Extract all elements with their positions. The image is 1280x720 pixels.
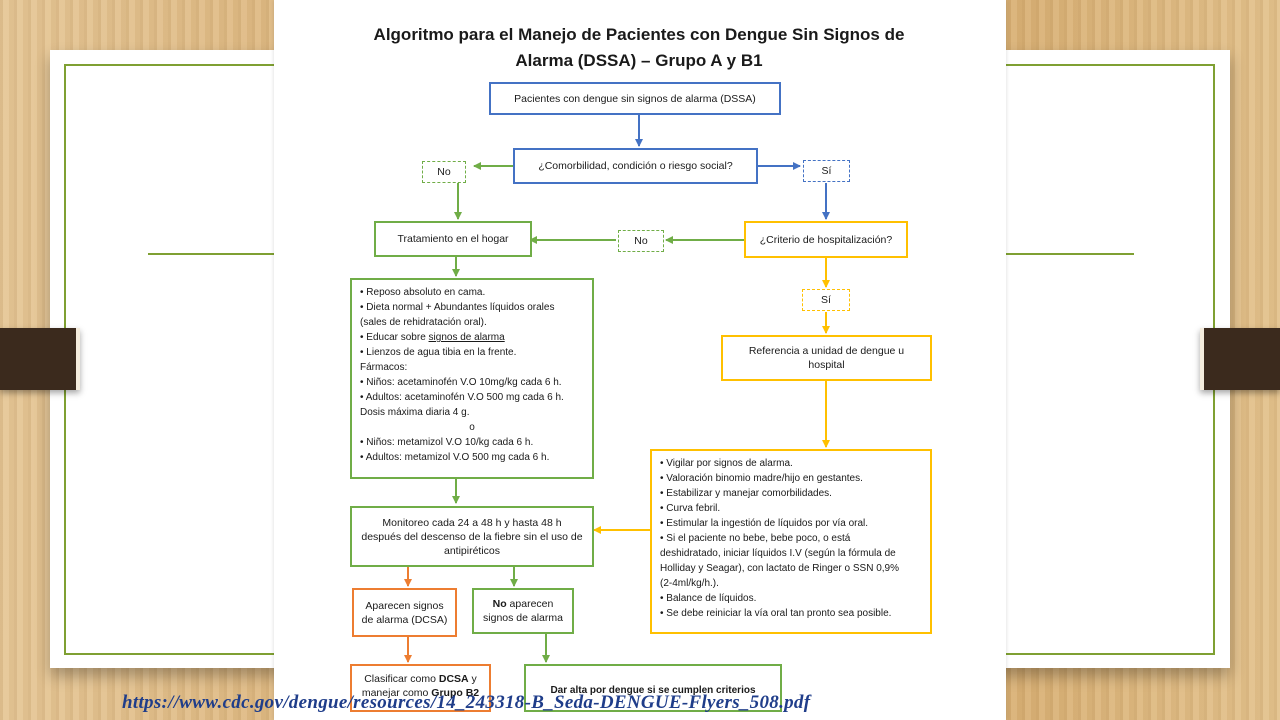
node-hospital-care-list: • Vigilar por signos de alarma. • Valora… <box>650 449 932 634</box>
home-care-line: • Educar sobre signos de alarma <box>360 330 584 345</box>
alarm-signs-line-2: de alarma (DCSA) <box>361 613 448 626</box>
home-care-line: o <box>469 422 475 433</box>
flowchart-document: Algoritmo para el Manejo de Pacientes co… <box>274 0 1006 720</box>
home-care-line: • Niños: metamizol V.O 10/kg cada 6 h. <box>360 437 534 448</box>
hospital-care-line: • Estabilizar y manejar comorbilidades. <box>660 488 832 499</box>
no-alarm-signs-line-2: signos de alarma <box>483 612 563 624</box>
monitoring-line-3: antipiréticos <box>443 544 501 557</box>
hospital-care-line: Holliday y Seagar), con lactato de Ringe… <box>660 563 900 574</box>
classify-group-bold: Grupo B2 <box>431 687 480 699</box>
referral-line-2: hospital <box>808 359 845 371</box>
binder-clip-left <box>0 328 80 390</box>
hospital-care-line: • Estimular la ingestión de líquidos por… <box>660 518 869 529</box>
home-care-text: • Educar sobre <box>360 332 429 343</box>
flowchart-title-line-2: Alarma (DSSA) – Grupo A y B1 <box>515 51 763 70</box>
home-care-line: • Adultos: metamizol V.O 500 mg cada 6 h… <box>360 452 550 463</box>
home-care-line: Fármacos: <box>360 362 408 373</box>
node-start: Pacientes con dengue sin signos de alarm… <box>489 82 781 115</box>
node-monitoring: Monitoreo cada 24 a 48 h y hasta 48 h de… <box>350 506 594 567</box>
hospital-care-line: • Valoración binomio madre/hijo en gesta… <box>660 473 863 484</box>
flowchart-title-line-1: Algoritmo para el Manejo de Pacientes co… <box>373 25 905 44</box>
node-comorbidity-question: ¿Comorbilidad, condición o riesgo social… <box>513 148 758 184</box>
classify-text: y <box>468 673 477 685</box>
hospital-care-line: • Si el paciente no bebe, bebe poco, o e… <box>660 533 851 544</box>
hospital-care-line: • Vigilar por signos de alarma. <box>660 458 793 469</box>
node-comorbidity-no: No <box>422 161 466 183</box>
home-care-line: • Niños: acetaminofén V.O 10mg/kg cada 6… <box>360 377 562 388</box>
node-hospitalization-si: Sí <box>802 289 850 311</box>
node-alarm-signs-appear: Aparecen signos de alarma (DCSA) <box>352 588 457 637</box>
home-care-line: • Adultos: acetaminofén V.O 500 mg cada … <box>360 392 564 403</box>
slide-divider-left <box>148 253 278 255</box>
source-link[interactable]: https://www.cdc.gov/dengue/resources/14_… <box>122 692 811 713</box>
monitoring-line-1: Monitoreo cada 24 a 48 h y hasta 48 h <box>382 516 562 529</box>
home-care-line: • Lienzos de agua tibia en la frente. <box>360 347 517 358</box>
monitoring-line-2: después del descenso de la fiebre sin el… <box>361 530 583 543</box>
no-alarm-signs-line-1: No aparecen <box>493 597 554 611</box>
alarm-signs-line-1: Aparecen signos <box>365 599 444 612</box>
classify-dcsa-bold: DCSA <box>438 673 469 685</box>
flowchart-arrows <box>404 114 830 663</box>
node-home-care-list: • Reposo absoluto en cama. • Dieta norma… <box>350 278 594 479</box>
no-alarm-signs-bold: No <box>492 598 507 610</box>
node-no-alarm-signs: No aparecen signos de alarma <box>472 588 574 634</box>
referral-line-1: Referencia a unidad de dengue u <box>748 345 905 357</box>
node-discharge: Dar alta por dengue si se cumplen criter… <box>524 664 782 712</box>
classify-text: Clasificar como <box>364 673 439 685</box>
alarm-signs-link-text: signos de alarma <box>428 332 505 343</box>
classify-line-2: manejar como Grupo B2 <box>362 686 479 700</box>
node-hospitalization-question: ¿Criterio de hospitalización? <box>744 221 908 258</box>
no-alarm-signs-text: aparecen <box>506 598 554 610</box>
node-referral: Referencia a unidad de dengue u hospital <box>721 335 932 381</box>
home-care-line: (sales de rehidratación oral). <box>360 317 487 328</box>
node-home-treatment: Tratamiento en el hogar <box>374 221 532 257</box>
slide-divider-right <box>1004 253 1134 255</box>
binder-clip-right <box>1200 328 1280 390</box>
node-comorbidity-si: Sí <box>803 160 850 182</box>
hospital-care-line: (2-4ml/kg/h.). <box>660 578 719 589</box>
classify-text: manejar como <box>361 687 432 699</box>
hospital-care-line: • Curva febril. <box>660 503 721 514</box>
home-care-line: • Reposo absoluto en cama. <box>360 287 486 298</box>
classify-line-1: Clasificar como DCSA y <box>364 672 477 686</box>
hospital-care-line: deshidratado, iniciar líquidos I.V (segú… <box>660 548 896 559</box>
home-care-line: • Dieta normal + Abundantes líquidos ora… <box>360 302 555 313</box>
hospital-care-line: • Se debe reiniciar la vía oral tan pron… <box>660 608 892 619</box>
node-hospitalization-no: No <box>618 230 664 252</box>
hospital-care-line: • Balance de líquidos. <box>660 593 757 604</box>
node-classify-dcsa: Clasificar como DCSA y manejar como Grup… <box>350 664 491 712</box>
flowchart-title: Algoritmo para el Manejo de Pacientes co… <box>334 22 944 74</box>
home-care-line: Dosis máxima diaria 4 g. <box>360 407 470 418</box>
